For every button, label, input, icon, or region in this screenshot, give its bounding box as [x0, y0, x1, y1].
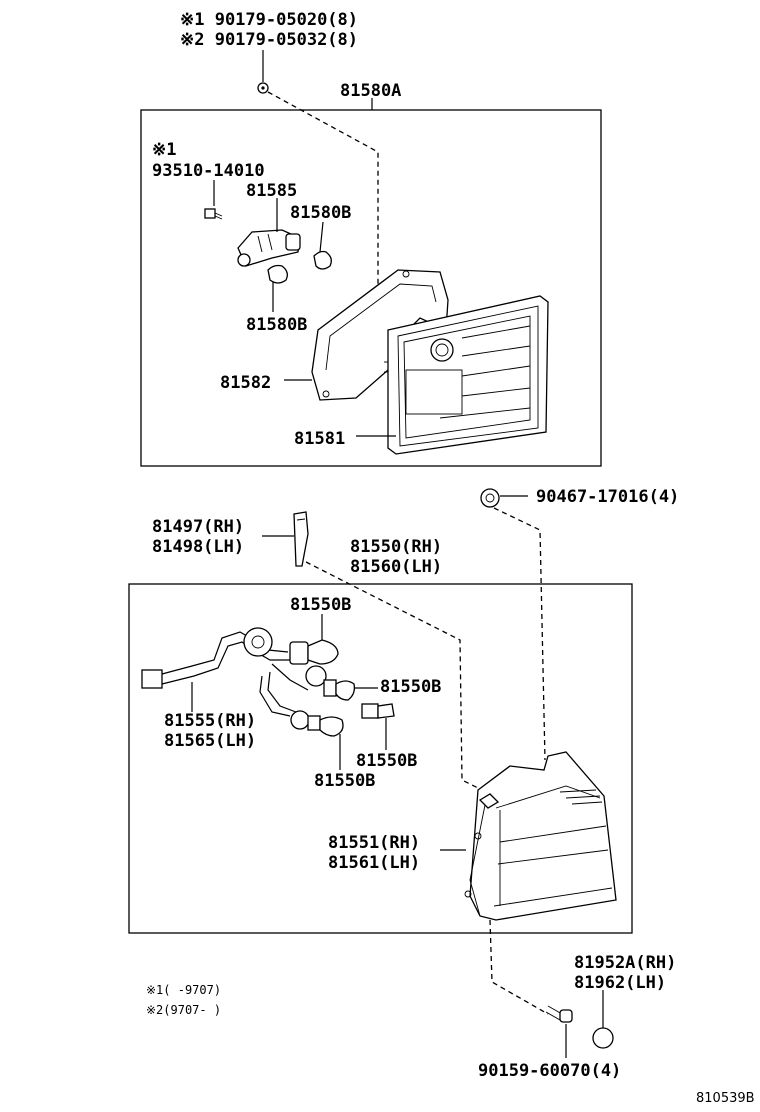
lower-assembly-label-lh: 81560(LH)	[350, 557, 442, 577]
bulb-right-leader	[319, 221, 324, 253]
reflector-label-rh: 81952A(RH)	[574, 953, 676, 973]
socket	[237, 229, 301, 267]
upper-frame	[140, 109, 602, 467]
socket-top	[289, 639, 339, 665]
wiring-harness	[141, 627, 309, 717]
reference-code: 810539B	[696, 1091, 755, 1106]
upper-note-mark: ※1	[152, 140, 176, 160]
note-2: ※2(9707- )	[146, 1003, 221, 1017]
bulb-right-low-label: 81550B	[356, 751, 417, 771]
lower-lens	[464, 751, 617, 921]
wiring-label-rh: 81555(RH)	[164, 711, 256, 731]
upper-assembly-label: 81580A	[340, 81, 401, 101]
bulb-lower	[267, 264, 288, 284]
reflector	[592, 1027, 614, 1049]
bulb-right-label: 81580B	[290, 203, 351, 223]
bulb-right	[313, 250, 332, 270]
gasket-label: 81582	[220, 373, 271, 393]
reflector-label-lh: 81962(LH)	[574, 973, 666, 993]
socket-right	[361, 703, 395, 719]
lens-label: 81581	[294, 429, 345, 449]
bulb-lower-label: 81580B	[246, 315, 307, 335]
lower-lens-label-lh: 81561(LH)	[328, 853, 420, 873]
bottom-screw	[545, 1005, 573, 1023]
lower-assembly-label-rh: 81550(RH)	[350, 537, 442, 557]
socket-mid	[305, 665, 356, 701]
grommet	[480, 488, 500, 508]
lens	[384, 295, 549, 455]
lower-lens-label-rh: 81551(RH)	[328, 833, 420, 853]
bottom-screw-label: 90159-60070(4)	[478, 1061, 621, 1081]
cover-label-lh: 81498(LH)	[152, 537, 244, 557]
note-1: ※1( -9707)	[146, 983, 221, 997]
top-screw-dash	[267, 91, 379, 330]
socket-label: 81585	[246, 181, 297, 201]
grommet-dash	[493, 507, 546, 761]
cover-dash	[305, 561, 487, 793]
top-screw-label-2: ※2 90179-05032(8)	[180, 30, 358, 50]
bulb-bottom-label: 81550B	[314, 771, 375, 791]
top-screw	[257, 82, 269, 94]
bulb-mid-label: 81550B	[380, 677, 441, 697]
cover	[293, 511, 309, 567]
socket-bottom	[290, 710, 344, 737]
socket-screw-label: 93510-14010	[152, 161, 265, 181]
socket-screw	[204, 208, 223, 220]
cover-label-rh: 81497(RH)	[152, 517, 244, 537]
grommet-label: 90467-17016(4)	[536, 487, 679, 507]
bulb-top-label: 81550B	[290, 595, 351, 615]
top-screw-label-1: ※1 90179-05020(8)	[180, 10, 358, 30]
bottom-screw-dash	[489, 919, 549, 1015]
lower-frame	[128, 583, 633, 934]
wiring-label-lh: 81565(LH)	[164, 731, 256, 751]
